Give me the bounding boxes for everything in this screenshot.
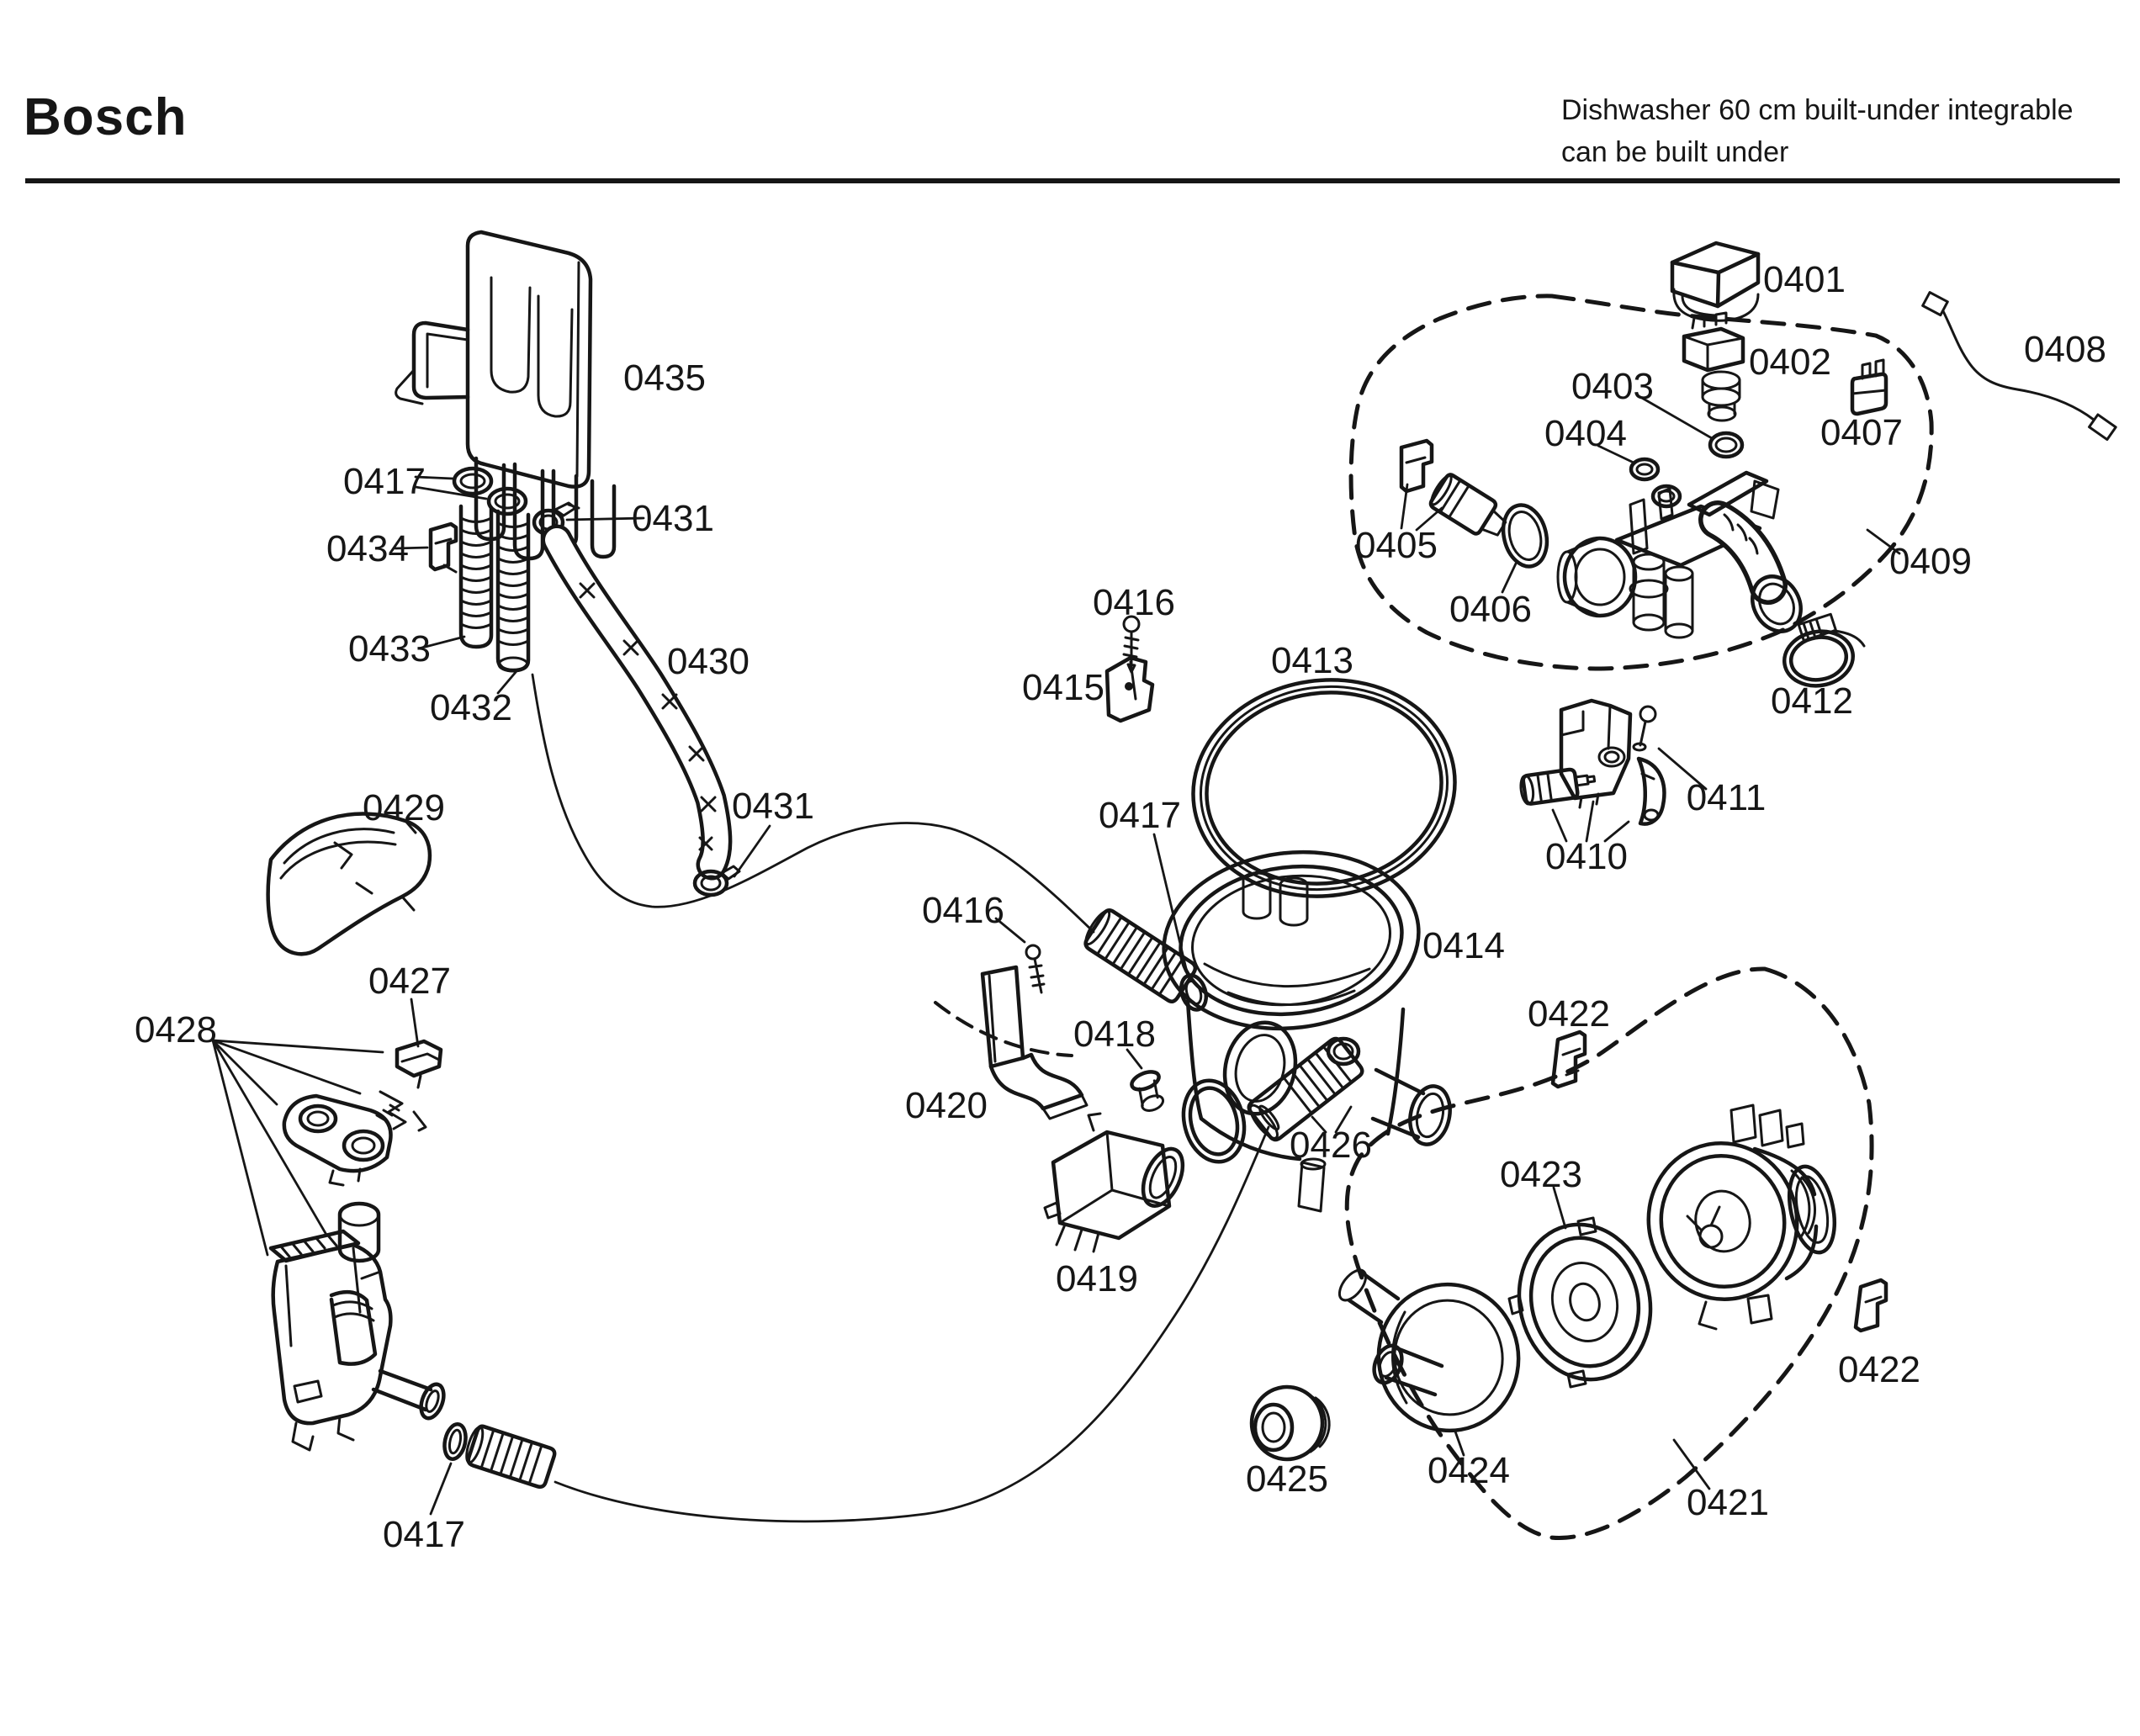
assembly-outline-top-right	[1348, 294, 1934, 671]
part-0406-oring	[1501, 503, 1549, 594]
product-description-line1: Dishwasher 60 cm built-under integrable	[1561, 94, 2074, 126]
callout-0432: 0432	[430, 687, 512, 728]
part-corrugated-connector-small	[1083, 908, 1198, 1003]
callout-0401: 0401	[1763, 259, 1846, 300]
callout-0407: 0407	[1820, 412, 1903, 453]
callout-0416-lower: 0416	[922, 890, 1004, 931]
part-0422-clip-lower	[1853, 1278, 1888, 1333]
callout-labels: 0401 0402 0403 0404 0405 0406 0407 0408 …	[135, 259, 2106, 1555]
part-0432-corrugated-hose	[495, 509, 531, 695]
product-description-line2: can be built under	[1561, 136, 1789, 168]
callout-0402: 0402	[1749, 341, 1831, 383]
part-inlet-valve-assembly	[268, 1229, 446, 1452]
callout-0413: 0413	[1271, 640, 1353, 681]
callout-0421: 0421	[1687, 1482, 1769, 1523]
part-0417-sealing-rings	[414, 466, 528, 516]
callout-0418: 0418	[1073, 1014, 1156, 1055]
callout-0433: 0433	[348, 628, 431, 670]
part-0418-plug	[1126, 1048, 1165, 1112]
part-0401-cover-box	[1670, 241, 1761, 322]
callout-0435: 0435	[623, 357, 706, 399]
product-description: Dishwasher 60 cm built-under integrable …	[1561, 89, 2074, 173]
part-0423-impeller-cover	[1507, 1186, 1653, 1389]
part-0416-screw-lower	[994, 917, 1046, 994]
callout-0420: 0420	[905, 1085, 988, 1126]
part-circulation-motor	[1646, 1104, 1836, 1490]
connection-curve-drain	[531, 673, 1095, 934]
part-0409-heater-assembly	[1556, 470, 1901, 639]
part-0431-hose-clamp-end	[692, 824, 771, 897]
callout-0403: 0403	[1571, 366, 1654, 407]
part-0417-valve-oring	[429, 1422, 468, 1516]
hose-cross-hatch	[579, 582, 717, 851]
part-0408-wire	[1921, 291, 2117, 442]
part-0422-clip-upper	[1550, 1029, 1587, 1089]
part-0427-clip	[395, 998, 443, 1089]
part-inlet-hose-adapter	[465, 1424, 557, 1490]
part-0403-ring	[1639, 395, 1745, 459]
part-0415-bracket	[1104, 655, 1155, 723]
callout-0429: 0429	[363, 787, 445, 828]
part-0428-safety-assembly	[211, 1039, 427, 1263]
callout-0416-upper: 0416	[1093, 582, 1175, 623]
callout-0404: 0404	[1544, 413, 1627, 454]
part-0431-hose-clamp-top	[532, 501, 645, 537]
callout-0423: 0423	[1500, 1154, 1582, 1195]
part-0404-rings	[1597, 444, 1682, 509]
part-0402-solenoid	[1682, 311, 1745, 422]
connection-curve-pump	[554, 1125, 1270, 1523]
callout-0419: 0419	[1056, 1258, 1138, 1299]
part-0426-connector	[1247, 1036, 1364, 1142]
callout-0431-end: 0431	[732, 786, 814, 827]
header-divider	[25, 178, 2120, 183]
callout-0408: 0408	[2024, 329, 2106, 370]
dashed-arc-small	[934, 1001, 1073, 1057]
callout-0426: 0426	[1290, 1125, 1372, 1166]
callout-0417-seal: 0417	[1099, 795, 1181, 836]
callout-0406: 0406	[1449, 589, 1532, 630]
part-0430-drain-hose	[541, 524, 733, 881]
callout-0427: 0427	[368, 961, 451, 1002]
part-0407-sensor-clip	[1850, 358, 1888, 416]
callout-0415: 0415	[1022, 667, 1104, 708]
brand-logo-text: Bosch	[24, 88, 188, 146]
part-0424-pump-housing	[1338, 1268, 1521, 1457]
part-0425-grommet	[1249, 1384, 1331, 1462]
callout-0422-lower: 0422	[1838, 1349, 1920, 1390]
callout-0410: 0410	[1545, 836, 1628, 877]
part-0410-sensor-assembly	[1519, 698, 1666, 843]
part-0417-sump-seal	[1152, 833, 1247, 1164]
callout-0434: 0434	[326, 528, 409, 569]
callout-0414: 0414	[1422, 925, 1505, 966]
part-0411-pin	[1632, 705, 1708, 791]
part-0416-screw-upper	[1122, 615, 1141, 674]
callout-0417-rings: 0417	[343, 461, 426, 502]
callout-0405: 0405	[1355, 525, 1438, 566]
part-0429-cover	[266, 812, 432, 956]
callout-0412: 0412	[1771, 680, 1853, 722]
callout-0422-upper: 0422	[1528, 993, 1610, 1035]
callout-0425: 0425	[1246, 1458, 1328, 1500]
callout-0428: 0428	[135, 1009, 217, 1051]
part-0435-mounting-frame	[395, 230, 617, 561]
part-0405-thermostat	[1399, 438, 1507, 537]
callout-0417-valve: 0417	[383, 1514, 465, 1555]
callout-0424: 0424	[1428, 1450, 1510, 1491]
assembly-outline-bottom-right	[1344, 966, 1874, 1541]
part-0412-hose-clamp	[1782, 612, 1866, 688]
callout-0430: 0430	[667, 641, 750, 682]
callout-0431-top: 0431	[632, 498, 714, 539]
part-0434-clip	[394, 521, 458, 574]
callout-0409: 0409	[1889, 541, 1972, 582]
part-0433-corrugated-hose	[421, 504, 494, 649]
part-0420-bracket	[980, 965, 1089, 1120]
part-0413-gasket	[1191, 678, 1457, 898]
part-0419-drain-pump	[1043, 1112, 1185, 1253]
callout-0411: 0411	[1687, 777, 1767, 818]
